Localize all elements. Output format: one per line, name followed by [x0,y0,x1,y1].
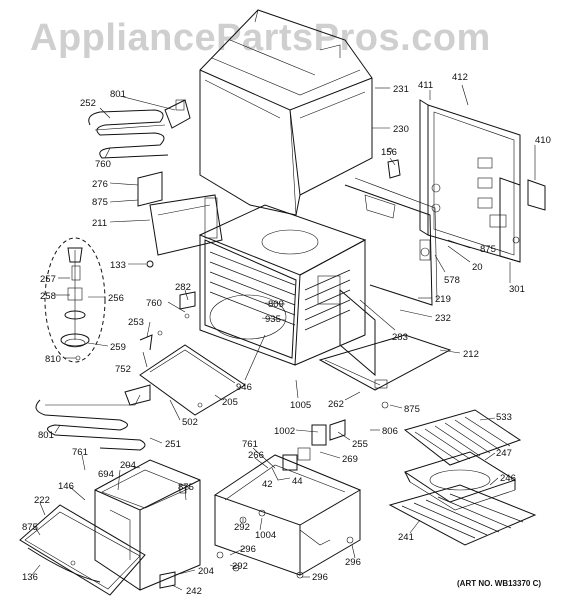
label-246: 246 [500,473,516,484]
label-241: 241 [398,532,414,543]
label-212: 212 [463,349,479,360]
label-760-top: 760 [95,159,111,170]
label-301: 301 [509,284,525,295]
drawer-front-part [19,504,146,596]
label-204-bottom: 204 [198,566,214,577]
label-44: 44 [292,476,303,487]
label-1002: 1002 [274,426,295,437]
label-251: 251 [165,439,181,450]
rear-panel-part [419,99,546,263]
label-760-mid: 760 [146,298,162,309]
label-578: 578 [444,275,460,286]
label-247: 247 [496,448,512,459]
label-296-left: 296 [240,544,256,555]
label-255: 255 [352,439,368,450]
label-282: 282 [175,282,191,293]
label-266: 266 [248,450,264,461]
label-230: 230 [393,124,409,135]
part-labels: 231 230 411 412 410 252 801 760 276 875 … [22,72,551,597]
label-875-c: 875 [404,404,420,415]
bake-element-part [35,384,151,451]
label-211: 211 [92,218,107,229]
label-252: 252 [80,98,96,109]
label-806: 806 [382,426,398,437]
label-801-top: 801 [110,89,126,100]
label-1005: 1005 [290,400,311,411]
small-fasteners-part [75,147,393,409]
label-809: 809 [268,299,284,310]
label-204-top: 204 [120,460,136,471]
outer-wrapper-part [199,9,373,216]
heat-shield-part [137,171,223,256]
drawer-chassis-part [213,419,362,579]
bottom-plate-part [139,344,246,416]
label-292-bottom: 292 [232,561,248,572]
label-935: 935 [265,314,281,325]
label-875-a: 875 [92,197,108,208]
label-146: 146 [58,481,74,492]
side-panel-part [344,159,438,306]
label-502: 502 [182,417,198,428]
label-133: 133 [110,260,126,271]
label-761-left: 761 [72,447,88,458]
label-296-bottom: 296 [312,572,328,583]
label-533: 533 [496,412,512,423]
label-136: 136 [22,572,38,583]
broil-element-part [88,99,191,159]
label-410: 410 [535,135,551,146]
label-259: 259 [110,342,126,353]
label-257: 257 [40,274,56,285]
label-232: 232 [435,313,451,324]
label-219: 219 [435,294,451,305]
art-number: (ART NO. WB13370 C) [457,579,541,588]
label-283: 283 [392,332,408,343]
bottom-pan-part [318,334,452,391]
label-875-b: 875 [480,244,496,255]
label-875-e: 875 [22,522,38,533]
label-412: 412 [452,72,468,83]
label-946: 946 [236,382,252,393]
label-810: 810 [45,354,61,365]
convection-fan-assembly-part [44,237,106,363]
watermark-text: AppliancePartsPros.com [30,17,491,59]
label-258: 258 [40,291,56,302]
label-42: 42 [262,479,273,490]
label-242: 242 [186,586,202,597]
label-276: 276 [92,179,108,190]
leader-lines [31,84,536,591]
label-296-right: 296 [345,557,361,568]
broiler-pan-part [403,451,517,511]
label-256: 256 [108,293,124,304]
label-875-d: 875 [178,482,194,493]
label-694: 694 [98,469,114,480]
label-231: 231 [393,84,409,95]
oven-rack-lower-part [388,484,537,546]
label-262: 262 [328,399,344,410]
label-411: 411 [418,80,433,91]
label-269: 269 [342,454,358,465]
label-20: 20 [472,262,483,273]
warming-drawer-part [94,459,201,591]
oven-cavity-part [198,204,376,377]
label-752: 752 [115,364,131,375]
label-761-mid: 761 [242,439,258,450]
label-156: 156 [381,147,397,158]
label-222: 222 [34,495,50,506]
label-1004: 1004 [255,530,276,541]
label-253: 253 [128,317,144,328]
label-801-bottom: 801 [38,430,54,441]
label-205: 205 [222,397,238,408]
label-292-top: 292 [234,522,250,533]
